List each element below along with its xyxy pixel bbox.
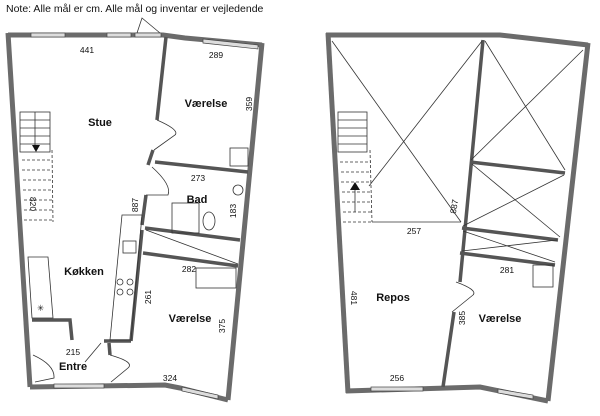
stove-icon <box>116 278 134 296</box>
fridge-unit <box>27 256 54 319</box>
stair-up-arrow-icon <box>350 182 360 190</box>
door-swing <box>451 281 475 313</box>
room-label-vaerelse-top: Værelse <box>185 98 228 110</box>
cabinet <box>229 147 249 167</box>
room-label-kokken: Køkken <box>64 266 104 278</box>
toilet-icon <box>202 211 216 231</box>
stairs <box>337 111 368 153</box>
dimension-label: 441 <box>80 45 94 55</box>
dimension-label: 281 <box>500 265 514 275</box>
interior-wall <box>469 160 566 175</box>
stair-down-arrow-icon <box>32 145 40 152</box>
window <box>181 386 219 400</box>
outer-wall-left <box>325 32 351 394</box>
door-swing <box>32 354 55 383</box>
room-label-stue: Stue <box>88 117 112 129</box>
interior-wall <box>142 251 239 268</box>
sink-icon <box>232 184 244 196</box>
window <box>202 38 259 50</box>
window <box>53 383 105 389</box>
dimension-label: 256 <box>390 373 404 383</box>
room-label-entre: Entre <box>59 361 87 373</box>
dimension-label: 375 <box>217 319 227 333</box>
door-swing <box>109 354 130 383</box>
dimension-label: 887 <box>448 198 460 214</box>
dimension-label: 261 <box>143 290 153 304</box>
dimension-label: 359 <box>244 97 254 111</box>
window <box>370 386 424 392</box>
interior-wall <box>107 342 112 356</box>
outer-wall-right <box>545 42 591 402</box>
cabinet <box>195 267 237 289</box>
upper-floor-plan: Repos Værelse 887 257 281 481 385 256 <box>325 32 591 404</box>
outer-wall-left <box>5 32 33 388</box>
interior-wall <box>146 149 155 166</box>
dimension-label: 481 <box>349 291 359 305</box>
dimension-label: 282 <box>182 264 196 274</box>
dimension-label: 215 <box>66 347 80 357</box>
dimension-label: 887 <box>130 198 140 212</box>
interior-wall <box>154 160 249 174</box>
door-front <box>134 32 162 38</box>
ground-floor-plan: ✳ Stue Værelse Bad Køkken Værelse Entre … <box>5 17 265 403</box>
room-label-bad: Bad <box>187 194 208 206</box>
room-label-vaerelse-bottom: Værelse <box>169 313 212 325</box>
interior-wall <box>32 318 74 341</box>
dimension-label: 324 <box>163 373 177 383</box>
dimension-label: 257 <box>407 226 421 236</box>
plan-note: Note: Alle mål er cm. Alle mål og invent… <box>6 3 264 15</box>
interior-wall <box>155 36 168 121</box>
dimension-label: 183 <box>228 204 238 218</box>
interior-wall <box>144 226 241 242</box>
interior-wall <box>140 194 148 226</box>
door-swing <box>146 166 170 196</box>
dimension-label: 820 <box>28 197 38 211</box>
dimension-label: 289 <box>209 50 223 60</box>
interior-wall <box>461 226 559 242</box>
shower <box>171 202 200 234</box>
room-label-repos: Repos <box>376 292 410 304</box>
cabinet <box>532 264 554 288</box>
interior-wall <box>441 311 456 388</box>
open-void-cross <box>331 40 584 263</box>
closet-cross <box>145 229 239 265</box>
door-swing <box>136 17 161 34</box>
dimension-label: 385 <box>457 311 467 325</box>
dimension-label: 273 <box>191 173 205 183</box>
interior-wall <box>459 251 556 267</box>
outer-wall-top <box>326 32 589 48</box>
fan-icon: ✳ <box>37 303 45 313</box>
outer-wall-right <box>225 42 265 401</box>
sink-icon <box>122 240 137 254</box>
window <box>106 32 132 38</box>
kitchen-counter <box>109 214 143 341</box>
window <box>30 32 66 38</box>
door-swing <box>153 119 177 151</box>
room-label-vaerelse: Værelse <box>479 313 522 325</box>
window <box>497 388 534 400</box>
